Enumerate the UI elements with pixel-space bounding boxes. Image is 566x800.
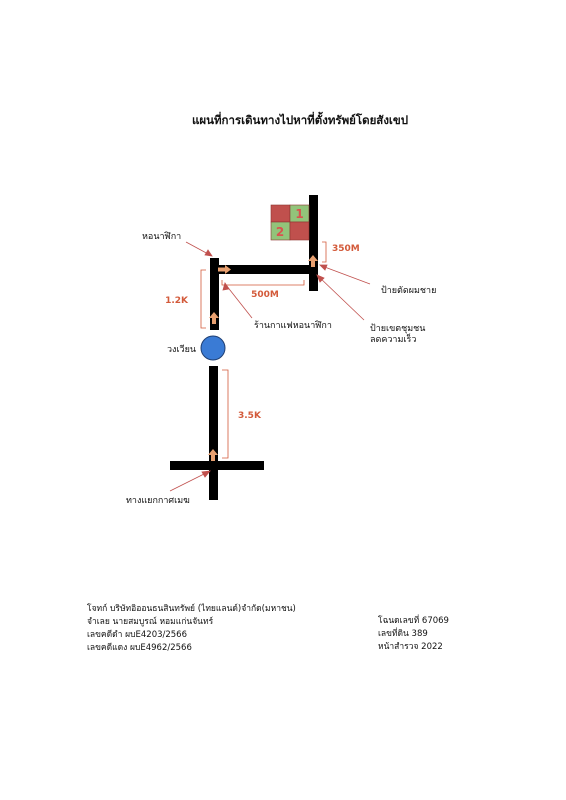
pointer-intersection <box>169 471 209 492</box>
plot-block-bottom-right <box>289 221 310 241</box>
footer-left: โจทก์ บริษัทอิออนธนสินทรัพย์ (ไทยแลนด์)จ… <box>87 603 296 655</box>
plot-block-top-left <box>270 204 291 223</box>
plaintiff-line: โจทก์ บริษัทอิออนธนสินทรัพย์ (ไทยแลนด์)จ… <box>87 604 296 614</box>
road-right-vertical <box>309 195 318 291</box>
road-left-vertical <box>210 258 219 330</box>
plot-2-label: 2 <box>276 225 284 239</box>
arrowhead-icon <box>319 264 328 271</box>
land-plots: 1 2 <box>270 204 310 241</box>
distance-label-350m: 350M <box>332 244 360 254</box>
land-number: เลขที่ดิน 389 <box>378 629 428 639</box>
distance-label-3-5k: 3.5K <box>238 411 262 421</box>
distance-label-500m: 500M <box>251 290 279 300</box>
survey-page: หน้าสำรวจ 2022 <box>378 642 443 652</box>
black-case-number: เลขคดีดำ ผบE4203/2566 <box>87 630 187 640</box>
bracket-1-2k <box>200 269 206 329</box>
road-horizontal-top <box>210 265 318 274</box>
label-barber-sign: ป้ายตัดผมชาย <box>381 285 436 296</box>
label-roundabout: วงเวียน <box>167 344 196 355</box>
road-crossroad <box>170 461 264 470</box>
label-intersection: ทางแยกกาศเมฆ <box>126 496 190 506</box>
defendant-line: จำเลย นายสมบูรณ์ หอมแก่นจันทร์ <box>87 617 214 627</box>
bracket-500m <box>221 280 305 286</box>
pointer-lines <box>169 241 371 492</box>
pointer-cafe <box>225 284 253 319</box>
direction-arrows <box>208 255 318 461</box>
roundabout-icon <box>200 335 226 361</box>
bracket-3-5k <box>222 369 229 459</box>
footer-right: โฉนดเลขที่ 67069 เลขที่ดิน 389 หน้าสำรวจ… <box>378 615 449 654</box>
arrowhead-icon <box>201 470 211 478</box>
bracket-350m <box>322 241 327 263</box>
roads <box>170 195 318 500</box>
road-lower-vertical <box>209 366 218 500</box>
label-cafe: ร้านกาแฟหอนาฬิกา <box>254 320 332 331</box>
map-title: แผนที่การเดินทางไปหาที่ตั้งทรัพย์โดยสังเ… <box>192 111 408 127</box>
right-arrow-icon <box>218 265 231 274</box>
up-arrow-icon <box>208 449 218 461</box>
distance-label-1-2k: 1.2K <box>165 296 189 306</box>
label-hor-na-fika: หอนาฬิกา <box>142 231 181 242</box>
pointer-speed-sign <box>317 275 365 321</box>
label-speed-sign-line2: ลดความเร็ว <box>370 332 416 345</box>
label-speed-sign-line1: ป้ายเขตชุมชน <box>370 323 425 334</box>
distance-brackets <box>200 241 327 459</box>
plot-1-label: 1 <box>295 207 303 221</box>
red-case-number: เลขคดีแดง ผบE4962/2566 <box>87 643 192 653</box>
pointer-barber <box>321 265 371 285</box>
arrowhead-icon <box>316 274 325 283</box>
up-arrow-icon <box>209 312 219 324</box>
title-deed-number: โฉนดเลขที่ 67069 <box>378 616 449 626</box>
up-arrow-icon <box>308 255 318 267</box>
arrowhead-icon <box>222 282 230 291</box>
arrowhead-icon <box>204 249 213 257</box>
